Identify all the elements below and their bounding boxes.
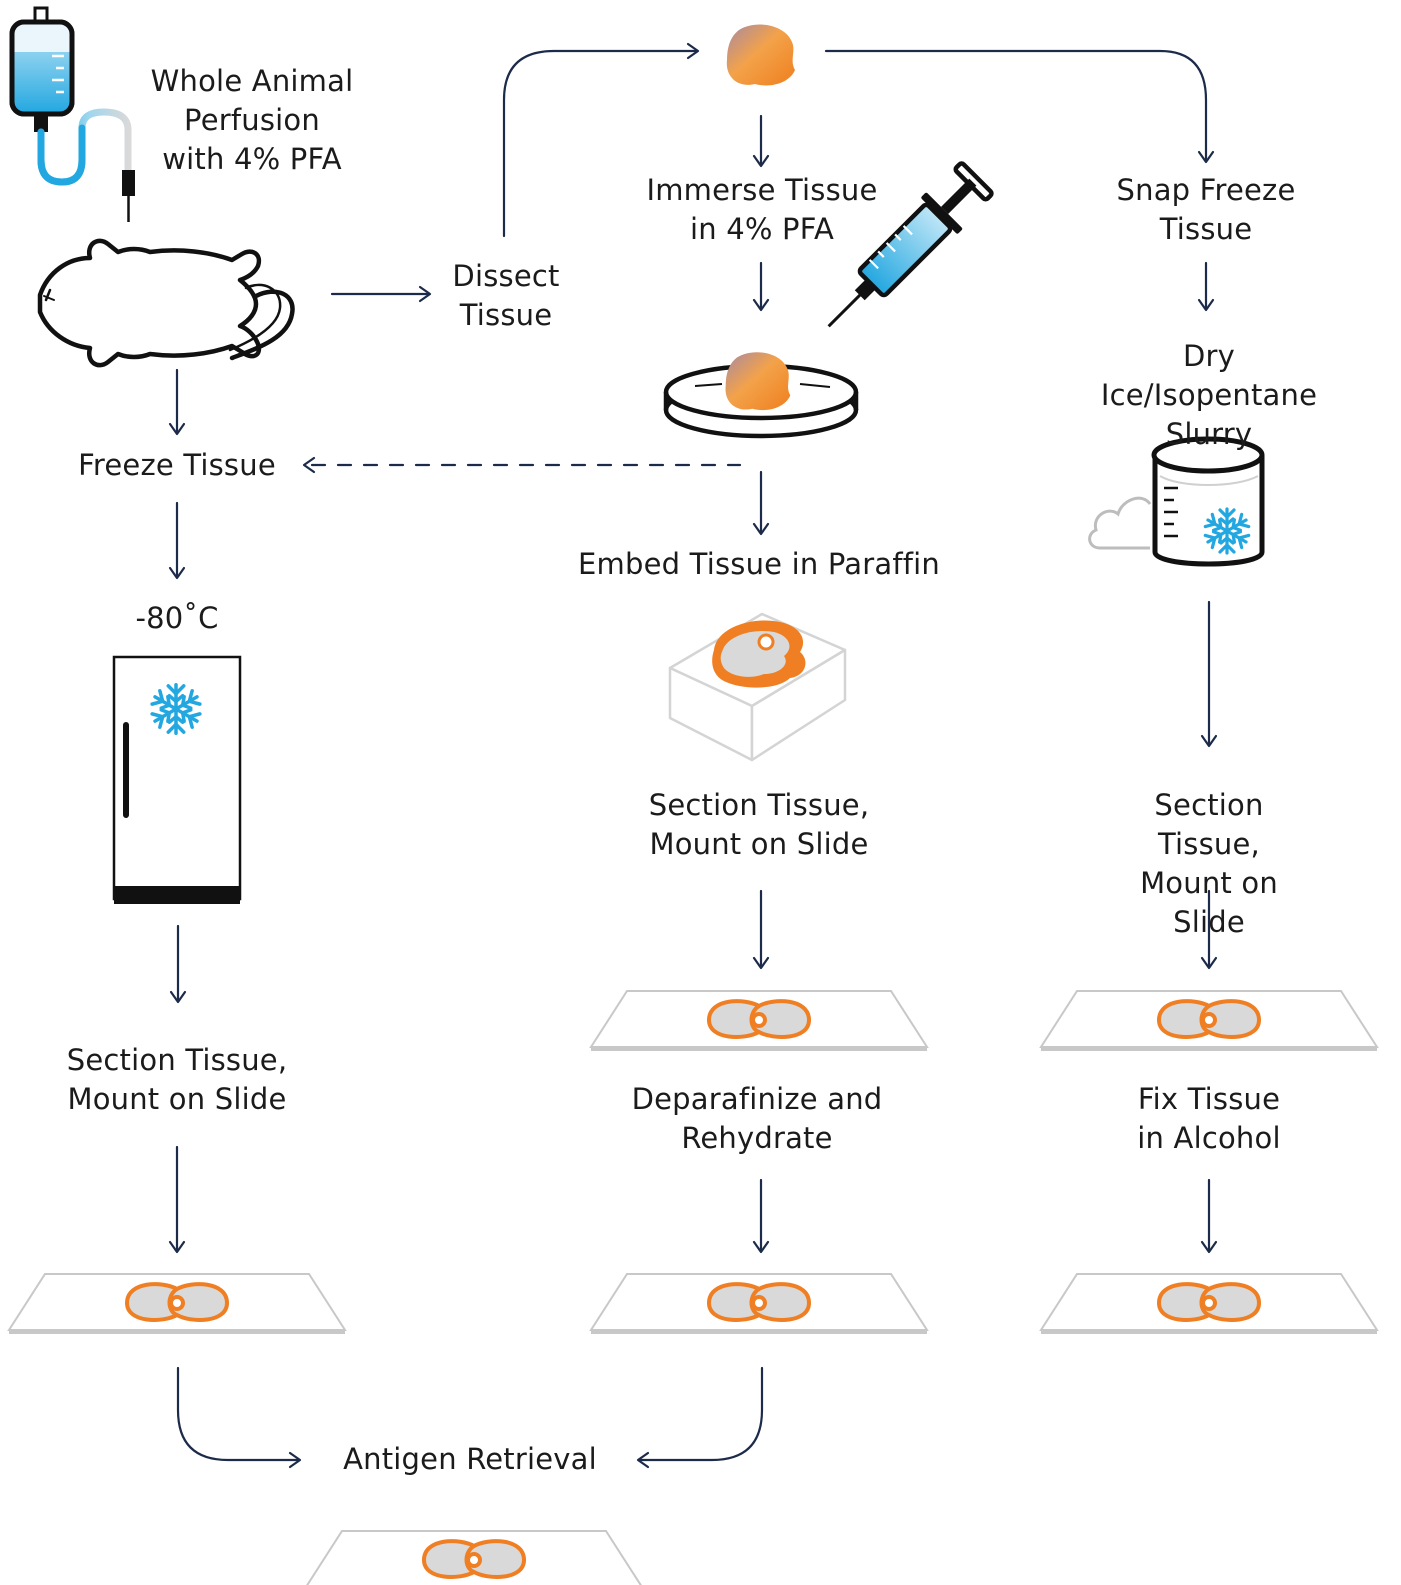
step-minus80: -80˚C (135, 601, 219, 635)
petri-dish-icon (663, 352, 859, 439)
slide-icon (1039, 989, 1379, 1053)
step-deparafinize: Deparafinize and Rehydrate (631, 1082, 883, 1155)
slide-icon (589, 989, 929, 1053)
syringe-icon (827, 161, 994, 328)
arrowhead-section-right (1200, 734, 1218, 748)
step-section-snap: Section Tissue, Mount on Slide (1140, 788, 1278, 939)
slide-icon (7, 1272, 347, 1336)
iv-bag-icon (9, 6, 135, 222)
arrowhead-dryice (1197, 298, 1215, 312)
slide-icon (304, 1529, 644, 1585)
freezer-icon (112, 655, 242, 904)
step-perfusion: Whole Animal Perfusion with 4% PFA (150, 64, 354, 176)
arrowhead-immerse (752, 154, 770, 168)
arrowhead-slide-left (168, 1240, 186, 1254)
connector-arrows (168, 42, 1218, 1469)
step-section-frozen: Section Tissue, Mount on Slide (66, 1043, 288, 1116)
arrowhead-embed (752, 522, 770, 536)
arrowhead-tissue (686, 42, 700, 60)
arrow-dissect-to-tissue (502, 49, 698, 238)
step-immerse: Immerse Tissue in 4% PFA (646, 173, 878, 246)
step-dissect: Dissect Tissue (452, 259, 560, 332)
paraffin-block-icon (668, 612, 847, 762)
arrowhead-slide-right2 (1200, 1240, 1218, 1254)
arrow-left-to-antigen (176, 1366, 300, 1462)
arrow-tissue-to-snap (824, 49, 1208, 162)
arrowhead-freeze-dashed (302, 456, 316, 474)
arrowhead-antigen-right (636, 1451, 650, 1469)
arrow-mid-to-antigen (638, 1366, 764, 1462)
arrowhead-section-left (169, 990, 187, 1004)
arrowhead-snap (1197, 150, 1215, 164)
step-freeze: Freeze Tissue (78, 448, 276, 482)
slide-icon (589, 1272, 929, 1336)
step-dry-ice: Dry Ice/Isopentane Slurry (1100, 339, 1318, 451)
tissue-sample-icon (726, 24, 795, 86)
arrowhead-slide-mid2 (752, 1240, 770, 1254)
arrowhead-dish (752, 298, 770, 312)
step-embed: Embed Tissue in Paraffin (578, 547, 940, 581)
dry-ice-beaker-icon (1088, 436, 1265, 567)
step-section-paraffin: Section Tissue, Mount on Slide (648, 788, 870, 861)
mouse-icon (37, 238, 295, 368)
slide-icon (1039, 1272, 1379, 1336)
arrowhead-dissect (418, 285, 432, 303)
arrowhead-minus80 (168, 566, 186, 580)
arrowhead-slide-mid (752, 956, 770, 970)
arrowhead-freeze (168, 422, 186, 436)
arrowhead-antigen-left (288, 1451, 302, 1469)
step-snap-freeze: Snap Freeze Tissue (1116, 173, 1296, 246)
step-antigen: Antigen Retrieval (343, 1442, 597, 1476)
arrowhead-slide-right (1200, 956, 1218, 970)
step-fix: Fix Tissue in Alcohol (1137, 1082, 1281, 1155)
